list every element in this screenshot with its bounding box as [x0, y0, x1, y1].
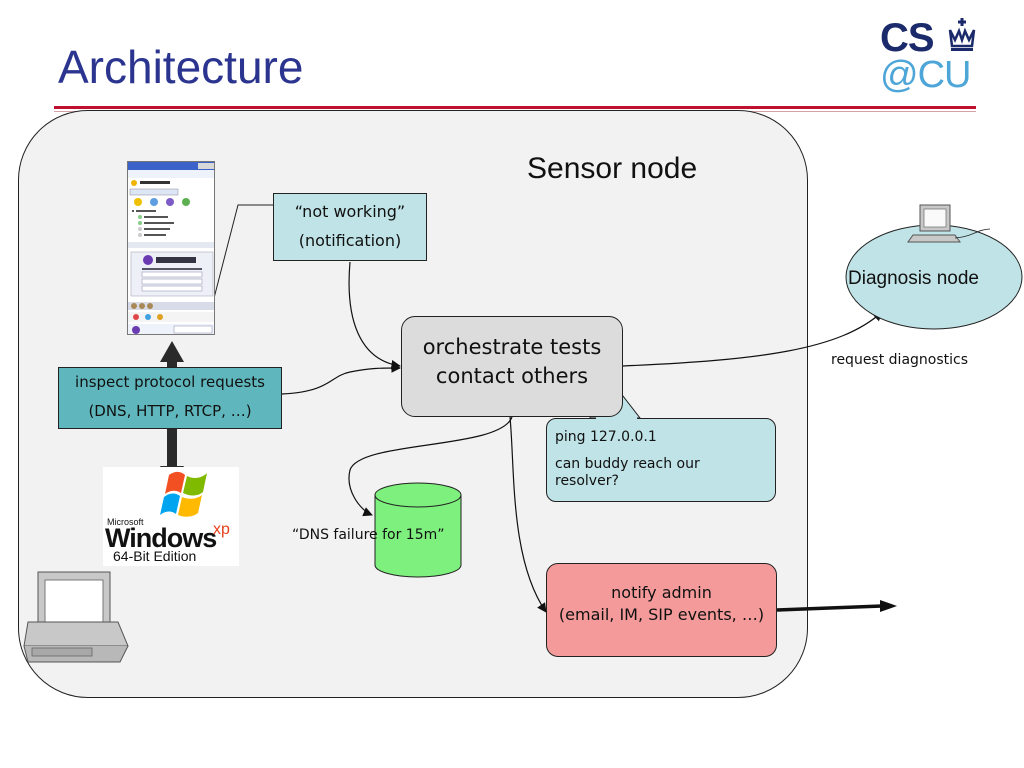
sensor-node-label: Sensor node	[527, 152, 698, 185]
notify-line2: (email, IM, SIP events, …)	[558, 605, 765, 624]
messenger-screenshot	[127, 161, 215, 335]
ping-line1: ping 127.0.0.1	[555, 429, 657, 445]
diagnosis-node-label: Diagnosis node	[848, 268, 979, 289]
diagnosis-computer-icon	[907, 204, 991, 243]
logo-cs-text: CS	[880, 16, 935, 60]
notify-line1: notify admin	[611, 583, 712, 602]
arrow-notify-out	[776, 604, 883, 612]
arrow-notification-to-orchestrate	[348, 261, 401, 370]
notification-line1: “not working”	[294, 202, 406, 221]
dns-failure-cylinder	[374, 482, 462, 578]
notification-line2: (notification)	[298, 231, 402, 250]
sensor-computer-icon	[23, 571, 129, 663]
arrow-to-diagnosis	[622, 311, 883, 367]
arrow-notify-out-head	[880, 600, 897, 612]
crown-icon	[948, 18, 976, 51]
windows-product: Windows	[105, 523, 217, 553]
arrow-orchestrate-to-store	[348, 416, 513, 517]
windows-xp-logo: Microsoft Windows xp 64-Bit Edition	[103, 467, 239, 566]
dns-failure-label: “DNS failure for 15m”	[292, 527, 445, 543]
double-arrow-head-up	[160, 341, 184, 362]
orchestrate-line2: contact others	[435, 364, 589, 388]
windows-edition: 64-Bit Edition	[113, 548, 197, 564]
windows-maker: Microsoft	[107, 517, 144, 527]
ping-callout: ping 127.0.0.1 can buddy reach our resol…	[546, 418, 776, 502]
notify-admin-box: notify admin (email, IM, SIP events, …)	[546, 563, 777, 657]
windows-version: xp	[213, 521, 230, 538]
messenger-window-icon	[128, 162, 214, 334]
title-rule	[54, 106, 976, 109]
arrow-orchestrate-to-notify	[509, 416, 547, 613]
inspect-line1: inspect protocol requests	[75, 373, 265, 391]
inspect-line2: (DNS, HTTP, RTCP, …)	[88, 402, 252, 420]
orchestrate-line1: orchestrate tests	[422, 335, 602, 359]
inspect-box: inspect protocol requests (DNS, HTTP, RT…	[58, 367, 282, 429]
arrow-inspect-to-orchestrate	[281, 363, 401, 395]
notification-pointer	[212, 204, 273, 303]
callout-join	[596, 417, 637, 420]
slide-title: Architecture	[58, 41, 304, 93]
request-diagnostics-label: request diagnostics	[831, 352, 969, 368]
notification-box: “not working” (notification)	[273, 193, 427, 261]
orchestrate-box: orchestrate tests contact others	[401, 316, 623, 417]
logo-cu-text: @CU	[880, 54, 971, 96]
ping-line2: can buddy reach our resolver?	[555, 456, 700, 489]
windows-flag-icon	[160, 471, 207, 517]
